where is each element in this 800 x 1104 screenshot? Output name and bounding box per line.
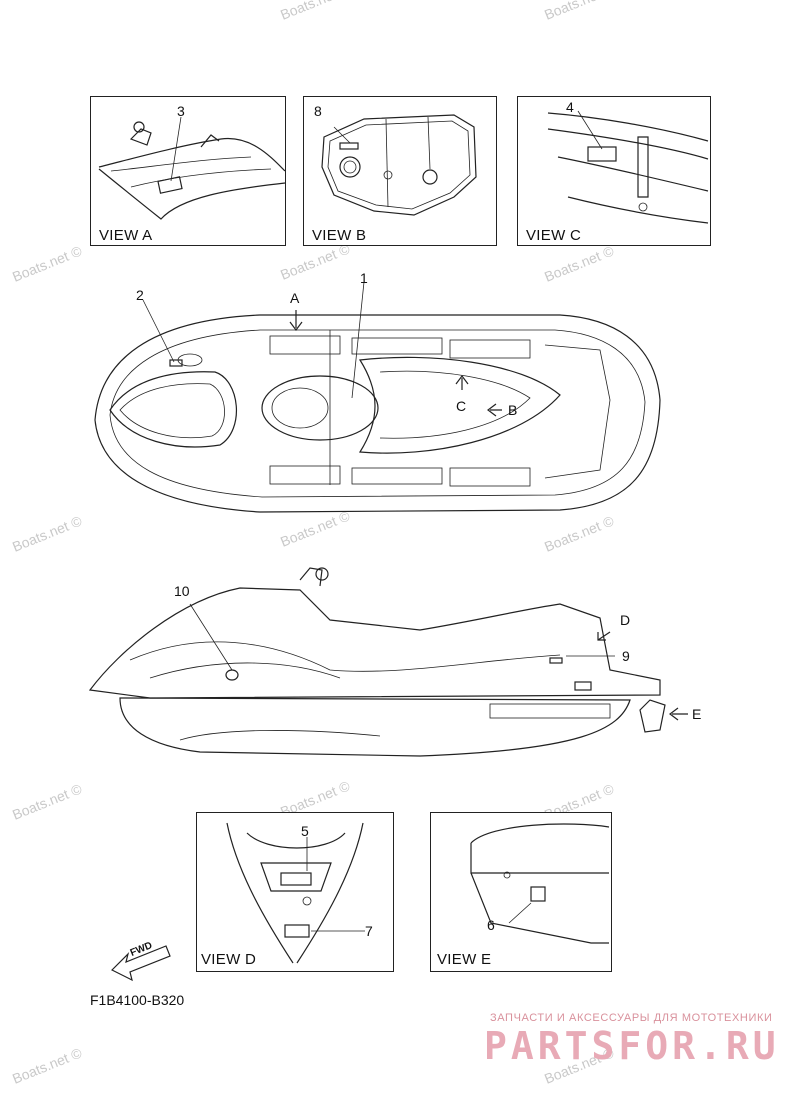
top-view-drawing	[94, 281, 661, 513]
view-d-panel: 5 7 VIEW D	[196, 812, 394, 972]
callout-4: 4	[566, 99, 574, 115]
view-d-drawing	[226, 822, 365, 964]
callout-9: 9	[622, 648, 630, 664]
callout-2: 2	[136, 287, 144, 303]
arrow-label-e: E	[692, 706, 702, 722]
brand-logo: PARTSFOR.RU	[484, 1024, 780, 1068]
watermark: Boats.net ©	[10, 1044, 85, 1087]
brand-tagline: ЗАПЧАСТИ И АКСЕССУАРЫ ДЛЯ МОТОТЕХНИКИ	[490, 1012, 773, 1024]
view-e-drawing	[470, 823, 610, 944]
view-e-panel: 6 VIEW E	[430, 812, 612, 972]
callout-5: 5	[301, 823, 309, 839]
callout-6: 6	[487, 917, 495, 933]
arrow-label-c: C	[456, 398, 467, 414]
fwd-arrow-icon	[110, 945, 171, 982]
view-d-label: VIEW D	[201, 951, 257, 968]
view-c-drawing	[547, 110, 709, 224]
callout-1: 1	[360, 270, 368, 286]
side-view-drawing	[88, 567, 688, 757]
arrow-label-b: B	[508, 402, 518, 418]
view-e-label: VIEW E	[437, 951, 492, 968]
callout-3: 3	[177, 103, 185, 119]
callout-10: 10	[174, 583, 190, 599]
callout-7: 7	[365, 923, 373, 939]
view-a-panel: 3 VIEW A	[90, 96, 286, 246]
view-b-drawing	[321, 114, 477, 216]
arrow-label-d: D	[620, 612, 631, 628]
callout-8: 8	[314, 103, 322, 119]
arrow-label-a: A	[290, 290, 300, 306]
view-c-panel: 4 VIEW C	[517, 96, 711, 246]
view-c-label: VIEW C	[526, 227, 582, 244]
view-b-label: VIEW B	[312, 227, 367, 244]
view-a-drawing	[98, 116, 286, 220]
view-a-label: VIEW A	[99, 227, 153, 244]
view-b-panel: 8 VIEW B	[303, 96, 497, 246]
drawing-code: F1B4100-B320	[90, 992, 185, 1008]
